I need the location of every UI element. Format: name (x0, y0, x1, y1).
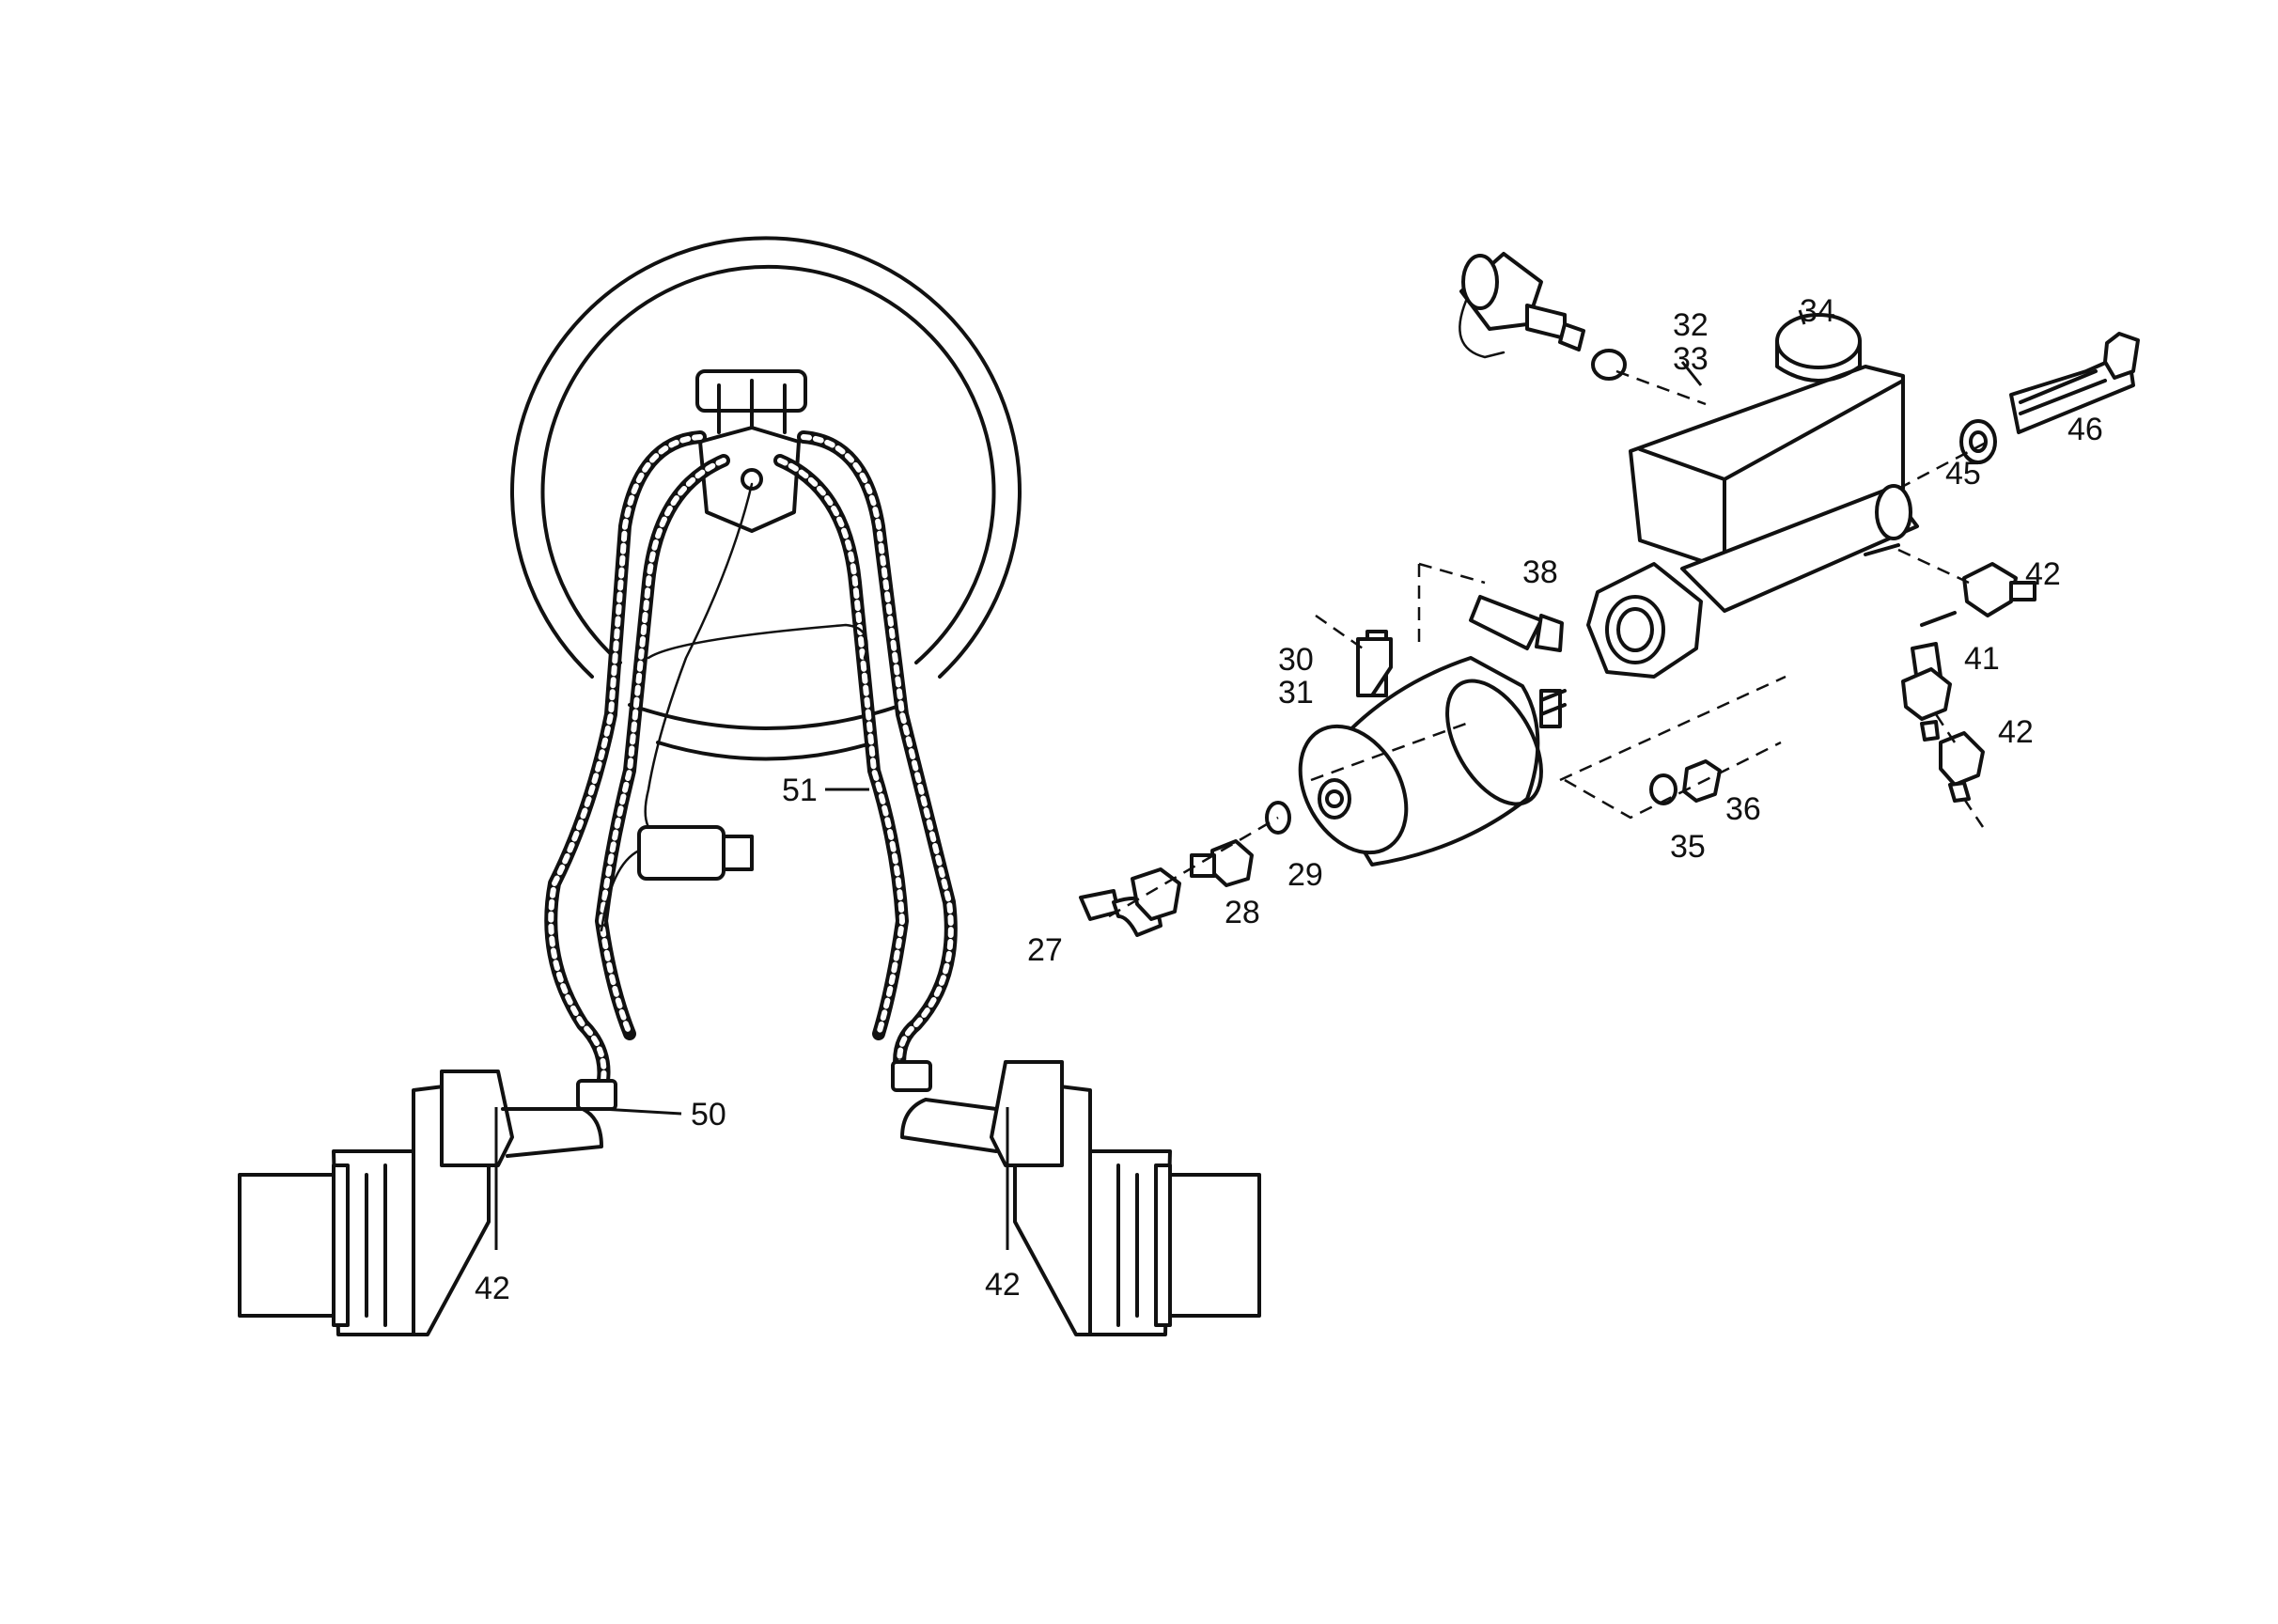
drum-ring (510, 236, 1022, 761)
callout-28: 28 (1225, 895, 1260, 930)
callout-41: 41 (1964, 641, 2000, 677)
callout-42-left-hub: 42 (475, 1271, 510, 1306)
callout-51: 51 (782, 773, 818, 808)
distribution-block (695, 369, 807, 533)
callout-45: 45 (1945, 456, 1981, 492)
callout-34: 34 (1800, 293, 1835, 329)
callout-42-top-right: 42 (2025, 556, 2061, 592)
bolt-38 (1469, 595, 1564, 652)
brake-light-switch (600, 482, 868, 932)
callout-35: 35 (1670, 829, 1706, 865)
mounting-bolt (1959, 332, 2140, 464)
callout-31: 31 (1278, 675, 1314, 710)
fittings-right (1901, 562, 2036, 803)
brake-hose-right (773, 430, 958, 1087)
callout-30: 30 (1278, 642, 1314, 678)
leaders-left (494, 788, 1009, 1250)
callout-29: 29 (1287, 857, 1323, 893)
leader-32-33 (1680, 361, 1703, 386)
brake-hose-left (544, 430, 730, 1097)
fittings-left (1079, 801, 1291, 937)
brake-booster (1298, 630, 1567, 867)
master-cylinder-assembly (1079, 252, 2140, 937)
callout-labels: 27 28 29 30 31 32 33 34 35 36 38 41 42 4… (475, 293, 2103, 1306)
assembly-lines (1108, 369, 1989, 918)
leader-34 (1798, 309, 1806, 325)
callout-32: 32 (1673, 307, 1708, 343)
callout-36: 36 (1725, 791, 1761, 827)
wheel-hub-left (238, 1070, 603, 1336)
mounting-bracket (1356, 637, 1393, 697)
wheel-hub-right (900, 1060, 1261, 1336)
brake-line-layout (238, 236, 1261, 1336)
hose-fittings (576, 1060, 932, 1111)
seal-washer (1591, 349, 1627, 381)
callout-33: 33 (1673, 341, 1708, 377)
washer-35 (1649, 773, 1677, 805)
callout-27: 27 (1027, 932, 1063, 968)
pressure-switch (1459, 252, 1585, 359)
callout-50: 50 (691, 1097, 726, 1132)
callout-46: 46 (2067, 412, 2103, 447)
cylinder-body (1586, 484, 1919, 679)
callout-38: 38 (1522, 554, 1558, 590)
callout-42-right-hub: 42 (985, 1267, 1021, 1303)
callout-42-bottom-right: 42 (1998, 714, 2034, 750)
